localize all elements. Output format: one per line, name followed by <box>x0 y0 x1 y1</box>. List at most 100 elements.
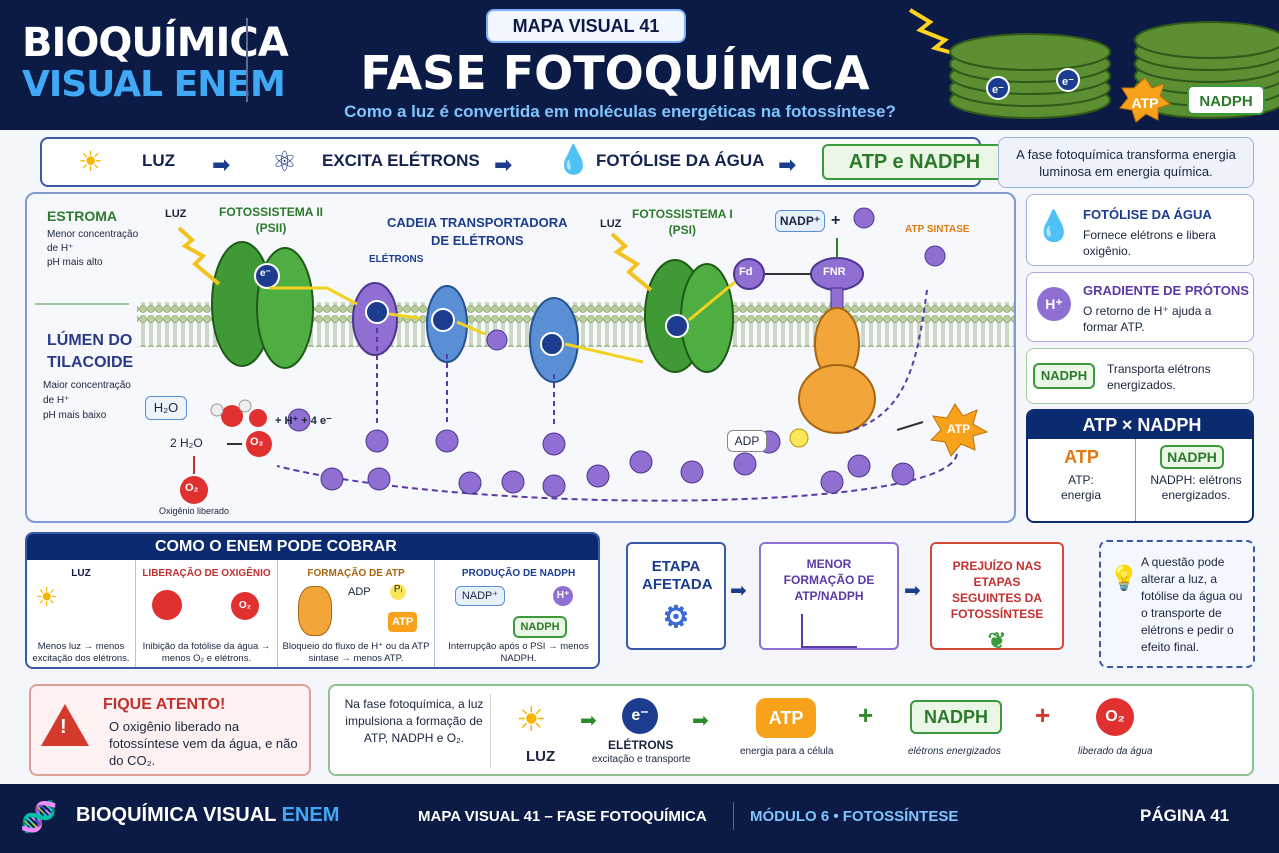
prejuizo-text: PREJUÍZO NAS ETAPAS SEGUINTES DA FOTOSSÍ… <box>950 559 1044 621</box>
compare-atp-desc: ATP: energia <box>1060 473 1102 502</box>
psii-label-1: FOTOSSISTEMA II <box>219 205 324 219</box>
summary-o2: O₂ <box>1096 698 1134 736</box>
membrane-svg <box>35 207 1014 504</box>
estroma-desc-1: Menor concentração <box>47 229 139 240</box>
summary-nadph: NADPH <box>910 700 1002 734</box>
luz-label-psii: LUZ <box>165 208 187 220</box>
h2o-box: H₂O <box>145 396 187 420</box>
footer-divider <box>733 802 734 830</box>
enem-col-oxigenio: LIBERAÇÃO DE OXIGÊNIO O₂ Inibição da fot… <box>136 560 278 667</box>
dna-icon: 🧬 <box>20 801 58 834</box>
atom-icon: ⚛ <box>272 146 298 177</box>
lumen-label-2: TILACOIDE <box>47 354 134 371</box>
proton-icon: H⁺ <box>1037 287 1071 321</box>
nadp-tag: NADP⁺ <box>775 210 825 232</box>
thylakoid-membrane-diagram: ESTROMA Menor concentração de H⁺ pH mais… <box>25 192 1016 523</box>
arrow-icon: ➡ <box>212 153 231 178</box>
enem-col-title: PRODUÇÃO DE NADPH <box>461 568 576 579</box>
enem-col-desc: Inibição da fotólise da água → menos O₂ … <box>142 641 271 664</box>
enem-col-desc: Bloqueio do fluxo de H⁺ ou da ATP sintas… <box>282 641 430 664</box>
enem-col-nadph: PRODUÇÃO DE NADPH NADP⁺ H⁺ NADPH Interru… <box>435 560 598 667</box>
leaf-icon: ❦ <box>987 628 1007 653</box>
water-drop-icon: 💧 <box>1035 210 1073 243</box>
atp-nadph-compare: ATP × NADPH ATP ATP: energia NADPH NADPH… <box>1026 409 1254 523</box>
summary-plus-2: + <box>1035 700 1051 730</box>
summary-electron-icon: e⁻ <box>622 698 658 734</box>
enem-nadph: NADPH <box>513 616 567 638</box>
footer: 🧬 BIOQUÍMICA VISUAL ENEM MAPA VISUAL 41 … <box>0 784 1279 853</box>
map-badge: MAPA VISUAL 41 <box>486 9 686 43</box>
arrow-icon: ➡ <box>904 580 921 602</box>
estroma-desc-2: de H⁺ <box>47 243 74 254</box>
arrow-icon: ➡ <box>730 580 747 602</box>
lightbulb-icon: 💡 <box>1109 565 1139 592</box>
sun-icon: ☀ <box>78 146 104 177</box>
lumen-desc-1: Maior concentração <box>43 380 131 391</box>
flow-luz: LUZ <box>142 151 176 170</box>
fnr-label: FNR <box>823 266 846 278</box>
arrow-icon: ➡ <box>692 710 709 732</box>
summary-o2-sub: liberado da água <box>1078 746 1153 757</box>
art-electron-2: e⁻ <box>1062 76 1074 88</box>
enem-adp: ADP <box>348 586 371 598</box>
flow-fotolise: FOTÓLISE DA ÁGUA <box>596 151 765 170</box>
summary-atp: ATP <box>756 698 816 738</box>
compare-title: ATP × NADPH <box>1028 411 1252 439</box>
summary-atp-sub: energia para a célula <box>740 746 834 757</box>
enem-col-luz: LUZ ☀ Menos luz → menos excitação dos el… <box>27 560 136 667</box>
luz-label-psi: LUZ <box>600 218 622 230</box>
compare-nadph: NADPH <box>1160 445 1224 469</box>
legend-nadph: NADPH Transporta elétrons energizados. <box>1026 348 1254 404</box>
flow-excita: EXCITA ELÉTRONS <box>322 151 480 170</box>
summary-eletrons: ELÉTRONS <box>608 738 674 752</box>
decline-chart-icon <box>801 614 857 648</box>
questao-text: A questão pode alterar a luz, a fotólise… <box>1141 555 1243 654</box>
footer-brand-accent: ENEM <box>281 804 340 826</box>
gear-icon: ⚙ <box>662 601 690 634</box>
brand-line2: VISUAL ENEM <box>22 64 286 105</box>
adp-tag: ADP <box>727 430 767 452</box>
menor-formacao-text: MENOR FORMAÇÃO DE ATP/NADPH <box>783 557 875 603</box>
sun-icon: ☀ <box>516 701 547 739</box>
compare-divider <box>1135 439 1136 521</box>
legend-fotolise-text: Fornece elétrons e libera oxigênio. <box>1083 228 1216 258</box>
summary-luz: LUZ <box>526 748 556 765</box>
compare-nadph-desc: NADPH: elétrons energizados. <box>1150 473 1242 502</box>
enem-col-title: FORMAÇÃO DE ATP <box>307 568 405 579</box>
cadeia-label-1: CADEIA TRANSPORTADORA <box>387 215 568 230</box>
summary-box: Na fase fotoquímica, a luz impulsiona a … <box>328 684 1254 776</box>
flow-atp-nadph: ATP e NADPH <box>822 144 1007 180</box>
enem-col-title: LIBERAÇÃO DE OXIGÊNIO <box>142 568 271 579</box>
estroma-desc: Menor concentração de H⁺ pH mais alto <box>47 228 138 270</box>
enem-pi: Pᵢ <box>390 584 406 600</box>
psii-label-2: (PSII) <box>255 221 287 235</box>
o2-badge: O₂ <box>231 592 259 620</box>
atp-sintase-label: ATP SINTASE <box>905 224 970 235</box>
enem-col-atp: FORMAÇÃO DE ATP ADP Pᵢ ATP Bloqueio do f… <box>278 560 435 667</box>
legend-fotolise: 💧 FOTÓLISE DA ÁGUA Fornece elétrons e li… <box>1026 194 1254 266</box>
footer-brand-text: BIOQUÍMICA VISUAL <box>76 804 277 826</box>
lumen-desc-3: pH mais baixo <box>43 410 107 421</box>
arrow-icon: ➡ <box>494 153 513 178</box>
art-electron-1: e⁻ <box>992 84 1004 96</box>
enem-atp: ATP <box>388 612 418 632</box>
enem-section: COMO O ENEM PODE COBRAR LUZ ☀ Menos luz … <box>25 532 600 669</box>
header-divider <box>246 18 248 102</box>
psii-electron: e⁻ <box>260 268 271 279</box>
fd-label: Fd <box>739 266 753 278</box>
psi-label-1: FOTOSSISTEMA I <box>632 207 733 221</box>
menor-formacao-box: MENOR FORMAÇÃO DE ATP/NADPH <box>759 542 899 650</box>
process-flow-bar: ☀ LUZ ➡ ⚛ EXCITA ELÉTRONS ➡ 💧 FOTÓLISE D… <box>40 137 1007 187</box>
warning-icon <box>41 704 89 746</box>
footer-brand: BIOQUÍMICA VISUAL ENEM <box>76 804 339 827</box>
estroma-label: ESTROMA <box>47 208 117 224</box>
atp-product: ATP <box>947 422 971 436</box>
brand-line1: BIOQUÍMICA <box>22 20 289 66</box>
o2-released: O₂ <box>185 482 199 494</box>
art-atp: ATP <box>1132 95 1159 111</box>
sun-icon: ☀ <box>35 582 59 612</box>
enem-col-desc: Menos luz → menos excitação dos elétrons… <box>32 641 130 664</box>
page-title: FASE FOTOQUÍMICA <box>360 46 870 100</box>
eletrons-label: ELÉTRONS <box>369 254 424 265</box>
legend-gradiente: H⁺ GRADIENTE DE PRÓTONS O retorno de H⁺ … <box>1026 272 1254 342</box>
